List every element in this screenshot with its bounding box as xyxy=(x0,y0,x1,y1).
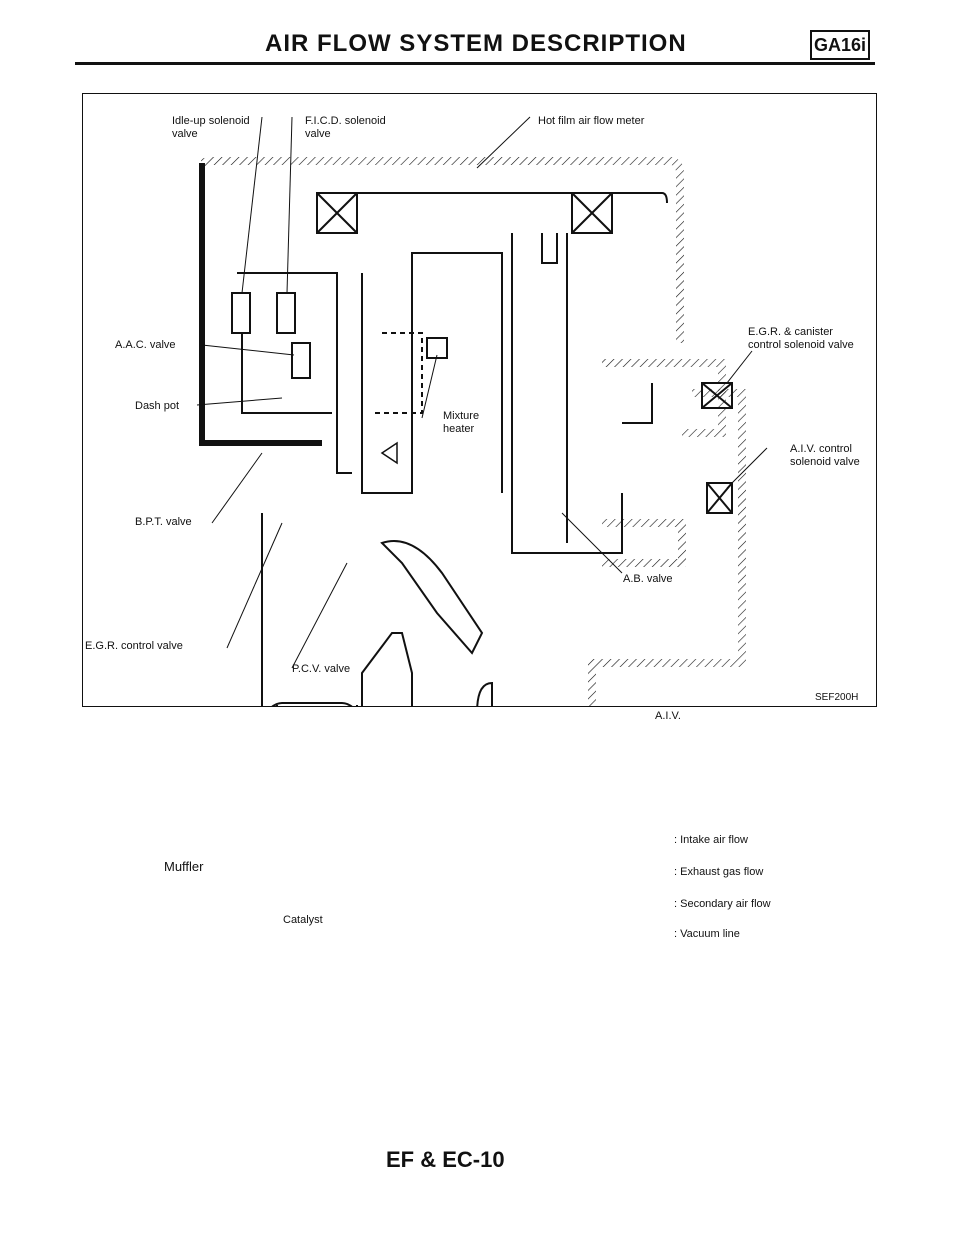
figure-code: SEF200H xyxy=(815,692,859,703)
label-egr-control-valve: E.G.R. control valve xyxy=(85,640,183,652)
idle-up-solenoid xyxy=(231,292,251,334)
label-mixture-heater: Mixture heater xyxy=(443,410,480,435)
mixture-heater xyxy=(426,337,448,359)
legend-exhaust: : Exhaust gas flow xyxy=(674,866,764,878)
vacuum-line-top xyxy=(200,157,684,343)
label-aac-valve: A.A.C. valve xyxy=(115,339,176,351)
label-hot-film-meter: Hot film air flow meter xyxy=(538,115,645,127)
label-idle-up-solenoid: Idle-up solenoid valve xyxy=(172,115,250,140)
label-aiv: A.I.V. xyxy=(655,710,681,722)
ficd-solenoid xyxy=(276,292,296,334)
legend-vacuum: : Vacuum line xyxy=(674,928,740,940)
legend-intake: : Intake air flow xyxy=(674,834,748,846)
label-bpt-valve: B.P.T. valve xyxy=(135,516,192,528)
page-number: EF & EC-10 xyxy=(386,1147,505,1172)
engine-code-badge: GA16i xyxy=(810,30,870,60)
aiv-control-solenoid xyxy=(706,482,733,514)
label-muffler: Muffler xyxy=(164,859,204,874)
label-dash-pot: Dash pot xyxy=(135,400,180,412)
page-title: AIR FLOW SYSTEM DESCRIPTION xyxy=(265,30,687,57)
label-ficd-solenoid: F.I.C.D. solenoid valve xyxy=(305,115,386,140)
air-flow-diagram xyxy=(196,116,768,707)
label-aiv-control-solenoid: A.I.V. control solenoid valve xyxy=(790,443,860,468)
egr-canister-solenoid xyxy=(701,382,733,409)
label-ab-valve: A.B. valve xyxy=(623,573,673,585)
legend-secondary: : Secondary air flow xyxy=(674,898,771,910)
label-pcv-valve: P.C.V. valve xyxy=(292,663,351,675)
diagram-frame xyxy=(82,93,877,707)
label-egr-canister-solenoid: E.G.R. & canister control solenoid valve xyxy=(748,326,854,351)
aac-valve xyxy=(291,342,311,379)
title-divider xyxy=(75,62,875,65)
label-catalyst: Catalyst xyxy=(283,914,323,926)
intake-manifold xyxy=(380,540,484,655)
